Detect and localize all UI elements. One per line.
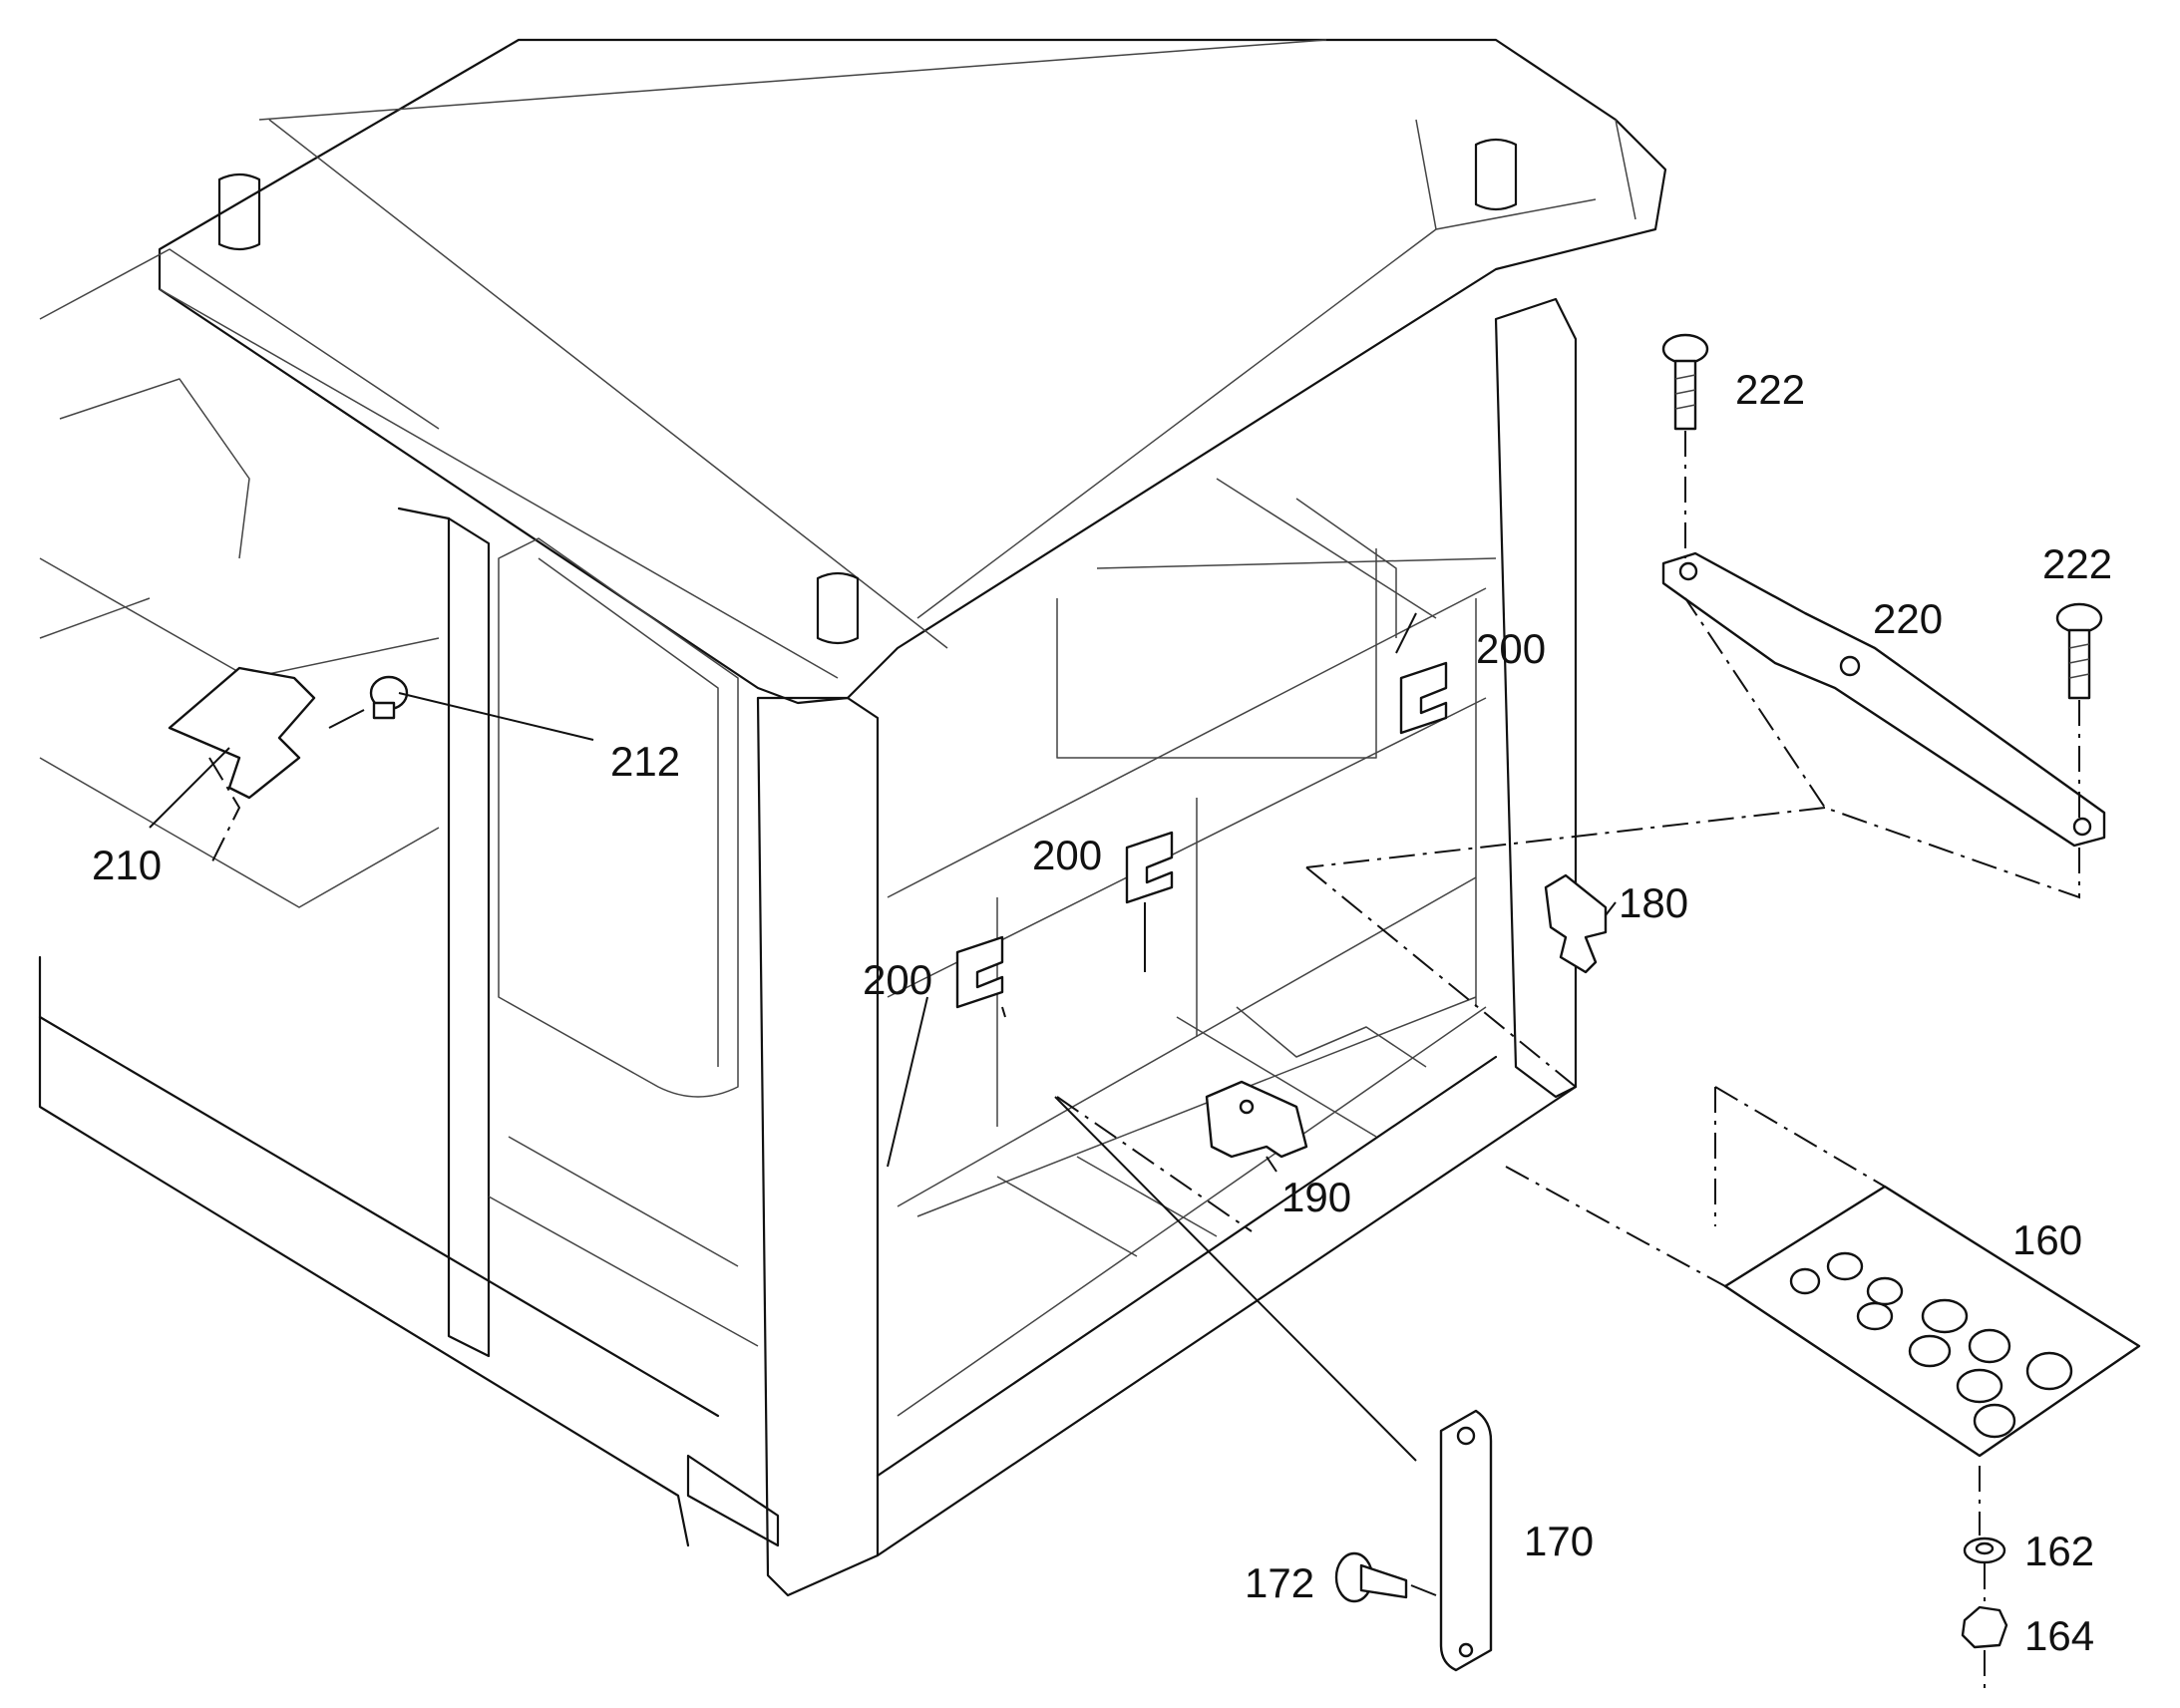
callout-172: 172 xyxy=(1245,1559,1314,1606)
bolt-222-upper xyxy=(1661,333,1709,431)
callout-200-middle: 200 xyxy=(1032,832,1102,878)
callout-180: 180 xyxy=(1619,879,1688,926)
bracket-180 xyxy=(1544,873,1608,974)
callout-164: 164 xyxy=(2024,1612,2094,1659)
cab-frame xyxy=(38,38,1667,1597)
clip-200-middle xyxy=(1125,831,1174,904)
callout-190: 190 xyxy=(1281,1174,1351,1220)
cover-plate-160 xyxy=(1723,1185,2141,1458)
callout-200-upper: 200 xyxy=(1476,625,1546,672)
callout-labels: 222 222 220 200 200 200 212 210 180 190 … xyxy=(92,366,2112,1659)
callout-160: 160 xyxy=(2012,1216,2082,1263)
callout-200-left: 200 xyxy=(863,956,932,1003)
washer-162 xyxy=(1963,1537,2006,1564)
callout-210: 210 xyxy=(92,842,162,888)
callout-170: 170 xyxy=(1524,1518,1594,1564)
bracket-bar-220 xyxy=(1661,551,2106,848)
strap-170 xyxy=(1439,1409,1493,1672)
callout-212: 212 xyxy=(610,738,680,785)
bolt-172 xyxy=(1334,1551,1408,1603)
bolt-212 xyxy=(369,675,409,720)
callout-162: 162 xyxy=(2024,1528,2094,1574)
clip-200-left xyxy=(955,935,1004,1009)
nut-164 xyxy=(1961,1605,2008,1649)
bracket-210 xyxy=(168,666,316,800)
bracket-190 xyxy=(1205,1080,1308,1159)
callout-220: 220 xyxy=(1873,595,1943,642)
bolt-222-lower xyxy=(2055,602,2103,700)
leader-lines xyxy=(149,431,2080,1695)
clip-200-upper-right xyxy=(1399,661,1448,735)
callout-222-upper: 222 xyxy=(1735,366,1805,413)
callout-222-lower: 222 xyxy=(2042,540,2112,587)
